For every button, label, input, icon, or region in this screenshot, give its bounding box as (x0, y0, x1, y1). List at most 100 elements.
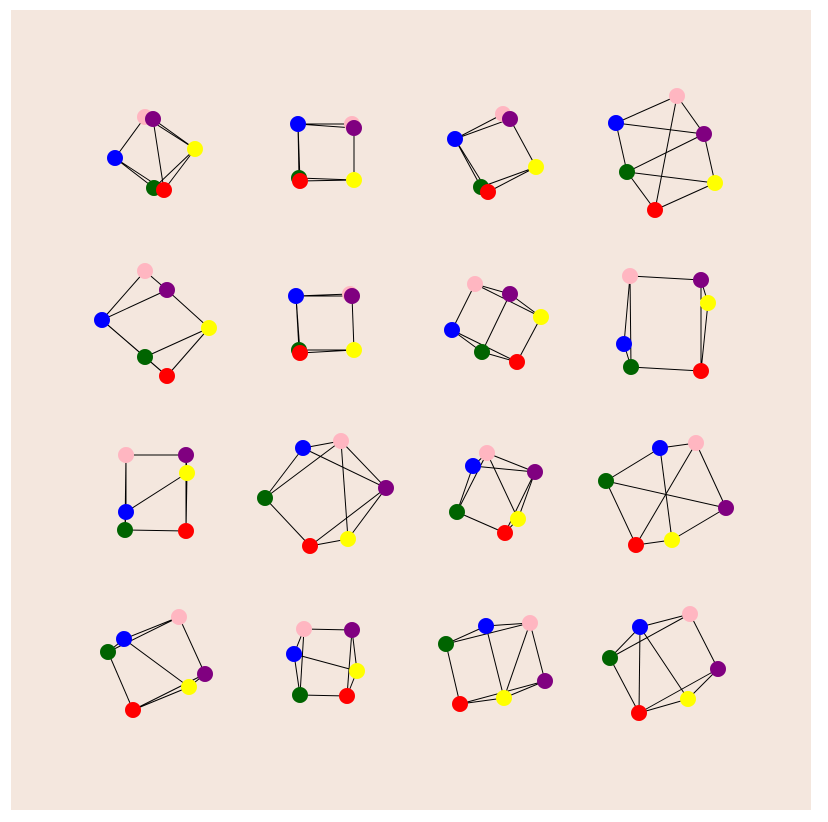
cube-edge (689, 613, 719, 670)
cube-edge (101, 270, 146, 321)
cube-edge (163, 148, 196, 191)
pink-vertex (688, 435, 704, 451)
red-vertex (497, 525, 513, 541)
cube-edge (346, 629, 353, 697)
blue-vertex (118, 504, 134, 520)
blue-vertex (608, 115, 624, 131)
cube-edge (623, 275, 631, 345)
cube-r1c3 (447, 106, 544, 200)
yellow-vertex (349, 663, 365, 679)
purple-vertex (178, 447, 194, 463)
cube-r2c2 (288, 286, 362, 361)
cube-edge (615, 95, 678, 124)
cube-edge (485, 625, 505, 699)
cube-edge (517, 471, 536, 520)
cube-edge (125, 472, 188, 513)
purple-vertex (145, 111, 161, 127)
cube-edge (351, 295, 355, 351)
cube-edge (299, 349, 355, 354)
cube-edge (605, 447, 661, 482)
cube-edge (153, 148, 196, 189)
cube-r4c3 (438, 615, 553, 712)
yellow-vertex (181, 679, 197, 695)
cube-edge (309, 487, 387, 547)
cube-edge (166, 327, 210, 377)
cube-edge (132, 673, 206, 711)
cube-r3c4 (598, 435, 734, 553)
cube-edge (454, 118, 511, 140)
cube-edge (605, 480, 637, 546)
cube-edge (472, 465, 536, 473)
cube-edge (264, 440, 342, 499)
cube-r3c2 (257, 433, 394, 554)
cube-edge (451, 283, 476, 331)
cube-edge (123, 616, 180, 640)
pink-vertex (333, 433, 349, 449)
cube-r2c1 (94, 263, 217, 384)
cube-edge (456, 452, 488, 513)
red-vertex (125, 702, 141, 718)
cube-r1c4 (608, 88, 723, 218)
cube-r3c3 (449, 445, 543, 541)
cube-edge (299, 628, 305, 696)
blue-vertex (290, 116, 306, 132)
cube-edge (454, 113, 504, 140)
cube-edge (454, 138, 482, 188)
yellow-vertex (510, 511, 526, 527)
blue-vertex (478, 618, 494, 634)
red-vertex (292, 345, 308, 361)
pink-vertex (479, 445, 495, 461)
cube-edge (529, 622, 546, 682)
cube-edge (152, 118, 165, 191)
green-vertex (100, 644, 116, 660)
yellow-vertex (187, 141, 203, 157)
yellow-vertex (346, 342, 362, 358)
purple-vertex (527, 464, 543, 480)
green-vertex (449, 504, 465, 520)
green-vertex (438, 636, 454, 652)
red-vertex (628, 537, 644, 553)
pink-vertex (622, 268, 638, 284)
cube-edge (299, 179, 355, 182)
cube-edge (101, 289, 168, 321)
cube-r3c1 (117, 447, 195, 539)
purple-vertex (159, 282, 175, 298)
cube-edge (132, 686, 190, 711)
yellow-vertex (700, 295, 716, 311)
cube-r4c2 (286, 621, 365, 704)
pink-vertex (171, 609, 187, 625)
cubes-layer (94, 88, 734, 721)
purple-vertex (502, 111, 518, 127)
purple-vertex (718, 500, 734, 516)
blue-vertex (286, 646, 302, 662)
purple-vertex (346, 120, 362, 136)
cube-edge (695, 442, 727, 509)
cube-edge (481, 293, 511, 353)
cube-edge (516, 316, 542, 363)
cube-edge (671, 507, 727, 541)
cube-edge (480, 166, 537, 188)
purple-vertex (197, 666, 213, 682)
blue-vertex (444, 322, 460, 338)
cube-edge (178, 616, 206, 675)
pink-vertex (137, 263, 153, 279)
cube-edge (638, 668, 719, 714)
pink-vertex (118, 447, 134, 463)
cube-edge (503, 622, 531, 699)
blue-vertex (107, 150, 123, 166)
purple-vertex (378, 480, 394, 496)
cube-edge (298, 177, 355, 181)
cube-edge (615, 122, 628, 173)
plot-background (11, 10, 811, 810)
blue-vertex (632, 619, 648, 635)
pink-vertex (522, 615, 538, 631)
blue-vertex (94, 312, 110, 328)
cube-edge (445, 643, 461, 705)
purple-vertex (696, 126, 712, 142)
red-vertex (159, 368, 175, 384)
cube-r2c3 (444, 276, 549, 370)
blue-vertex (295, 440, 311, 456)
cube-edge (638, 698, 689, 714)
